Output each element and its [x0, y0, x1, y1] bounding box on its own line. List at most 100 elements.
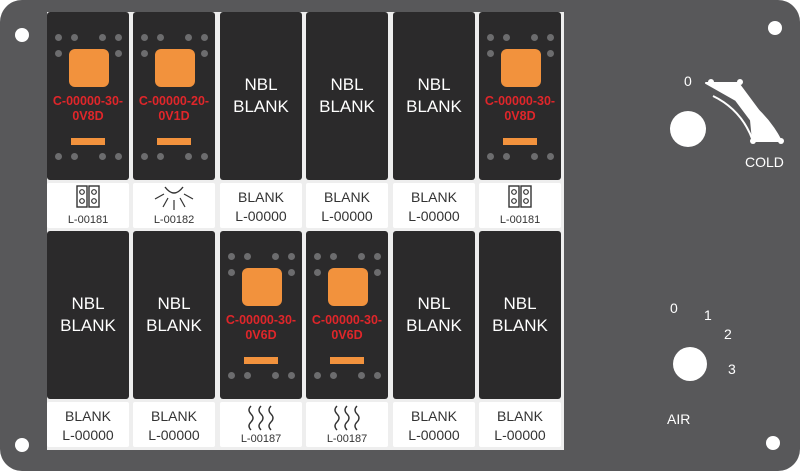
rocker-switch-6[interactable]: C-00000-30-0V8D: [479, 12, 561, 180]
switch-part-code-line-2: 0V1D: [158, 109, 190, 123]
switch-blank-line-1: NBL: [71, 294, 105, 313]
rocker-switch-1[interactable]: C-00000-30-0V8D: [47, 12, 129, 180]
switch-legend-code: L-00187: [240, 433, 282, 445]
switch-blank-line-1: NBL: [503, 294, 537, 313]
air-position-1: 1: [704, 307, 712, 323]
switch-legend-label: L-00187: [306, 402, 388, 447]
indicator-dot: [272, 253, 279, 260]
mounting-hole-top-left: [15, 28, 29, 42]
switch-legend-code: L-00000: [494, 427, 546, 443]
indicator-dot: [228, 269, 235, 276]
switch-part-code: C-00000-30-0V8D: [47, 94, 129, 124]
switch-part-code-line-1: C-00000-30-: [484, 94, 556, 108]
indicator-dot: [330, 253, 337, 260]
switch-legend-label: BLANK L-00000: [393, 183, 475, 228]
indicator-dot: [487, 50, 494, 57]
indicator-dot: [244, 253, 251, 260]
indicator-dot: [115, 153, 122, 160]
indicator-dot: [115, 50, 122, 57]
switch-blank-line-2: BLANK: [233, 97, 289, 116]
indicator-dot: [228, 372, 235, 379]
switch-part-code-line-1: C-00000-30-: [52, 94, 124, 108]
indicator-dot: [314, 372, 321, 379]
indicator-dot: [503, 153, 510, 160]
switch-legend-label: L-00181: [47, 183, 129, 228]
switch-legend-code: L-00000: [408, 208, 460, 224]
indicator-dot: [531, 153, 538, 160]
indicator-dot: [71, 34, 78, 41]
switch-indicator-bar: [503, 138, 537, 145]
indicator-dot: [141, 153, 148, 160]
indicator-dot: [314, 253, 321, 260]
switch-indicator-bar: [157, 138, 191, 145]
switch-blank-line-1: NBL: [417, 75, 451, 94]
temperature-min-label: 0: [684, 73, 692, 89]
rocker-switch-2[interactable]: C-00000-20-0V1D: [133, 12, 215, 180]
switch-part-code-line-1: C-00000-30-: [311, 313, 383, 327]
switch-legend-title: BLANK: [65, 408, 111, 424]
switch-legend-code: L-00181: [499, 214, 541, 226]
indicator-dot: [547, 34, 554, 41]
indicator-dot: [487, 34, 494, 41]
air-knob[interactable]: [673, 347, 707, 381]
indicator-dot: [141, 34, 148, 41]
temperature-knob[interactable]: [670, 111, 706, 147]
switch-legend-label: L-00187: [220, 402, 302, 447]
temperature-max-label: COLD: [745, 154, 784, 170]
switch-lamp: [328, 268, 368, 306]
indicator-dot: [99, 34, 106, 41]
indicator-dot: [244, 372, 251, 379]
switch-part-code-line-2: 0V8D: [72, 109, 104, 123]
indicator-dot: [374, 253, 381, 260]
indicator-dot: [55, 34, 62, 41]
air-position-0: 0: [670, 300, 678, 316]
switch-lamp: [242, 268, 282, 306]
switch-legend-title: BLANK: [411, 189, 457, 205]
switch-lamp: [501, 49, 541, 87]
switch-legend-code: L-00000: [321, 208, 373, 224]
indicator-dot: [358, 372, 365, 379]
switch-blank-line-2: BLANK: [406, 316, 462, 335]
indicator-dot: [201, 34, 208, 41]
indicator-dot: [201, 153, 208, 160]
switch-blank-line-1: NBL: [330, 75, 364, 94]
switch-legend-label: L-00181: [479, 183, 561, 228]
switch-legend-code: L-00000: [62, 427, 114, 443]
rocker-switch-9[interactable]: C-00000-30-0V6D: [220, 231, 302, 399]
switch-part-code-line-1: C-00000-30-: [225, 313, 297, 327]
switch-legend-code: L-00000: [148, 427, 200, 443]
switch-legend-code: L-00000: [235, 208, 287, 224]
switch-legend-code: L-00182: [153, 214, 195, 226]
switch-legend-label: BLANK L-00000: [479, 402, 561, 447]
indicator-dot: [185, 34, 192, 41]
rocker-switch-10[interactable]: C-00000-30-0V6D: [306, 231, 388, 399]
switch-legend-title: BLANK: [238, 189, 284, 205]
switch-legend-title: BLANK: [497, 408, 543, 424]
indicator-dot: [71, 153, 78, 160]
indicator-dot: [185, 153, 192, 160]
switch-part-code: C-00000-20-0V1D: [133, 94, 215, 124]
switch-part-code: C-00000-30-0V8D: [479, 94, 561, 124]
switch-indicator-bar: [71, 138, 105, 145]
switch-part-code-line-2: 0V8D: [504, 109, 536, 123]
indicator-dot: [157, 153, 164, 160]
mounting-hole-top-right: [768, 21, 782, 35]
indicator-dot: [531, 34, 538, 41]
indicator-dot: [115, 34, 122, 41]
indicator-dot: [358, 253, 365, 260]
